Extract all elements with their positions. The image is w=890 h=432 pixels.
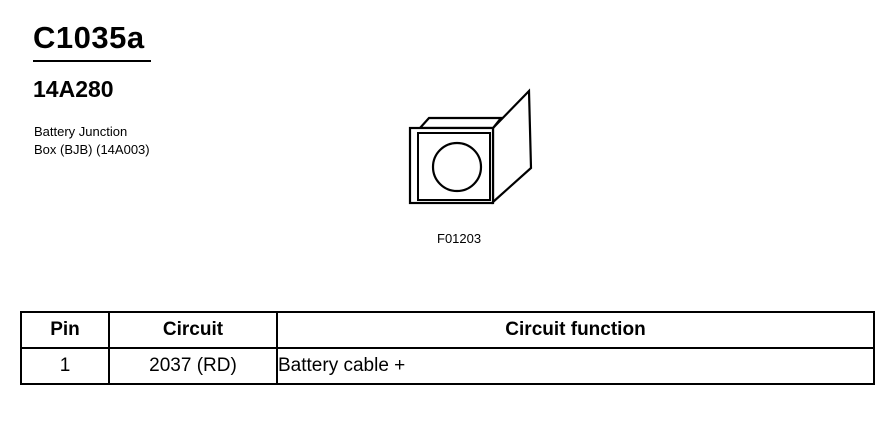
connector-id: C1035a [33,20,145,55]
cell-circuit: 2037 (RD) [108,347,278,385]
header-pin: Pin [20,311,110,349]
part-number: 14A280 [33,76,114,102]
connector-face-icon [408,88,533,205]
cell-circuit-function: Battery cable + [276,347,875,385]
header-circuit-function: Circuit function [276,311,875,349]
cell-pin: 1 [20,347,110,385]
connector-location: Battery Junction Box (BJB) (14A003) [34,124,150,157]
table-row: 1 2037 (RD) Battery cable + [20,347,875,385]
table-header-row: Pin Circuit Circuit function [20,311,875,349]
connector-id-underline [33,60,151,62]
pin-table: Pin Circuit Circuit function 1 2037 (RD)… [20,311,875,385]
figure-id: F01203 [437,231,482,246]
header-circuit: Circuit [108,311,278,349]
